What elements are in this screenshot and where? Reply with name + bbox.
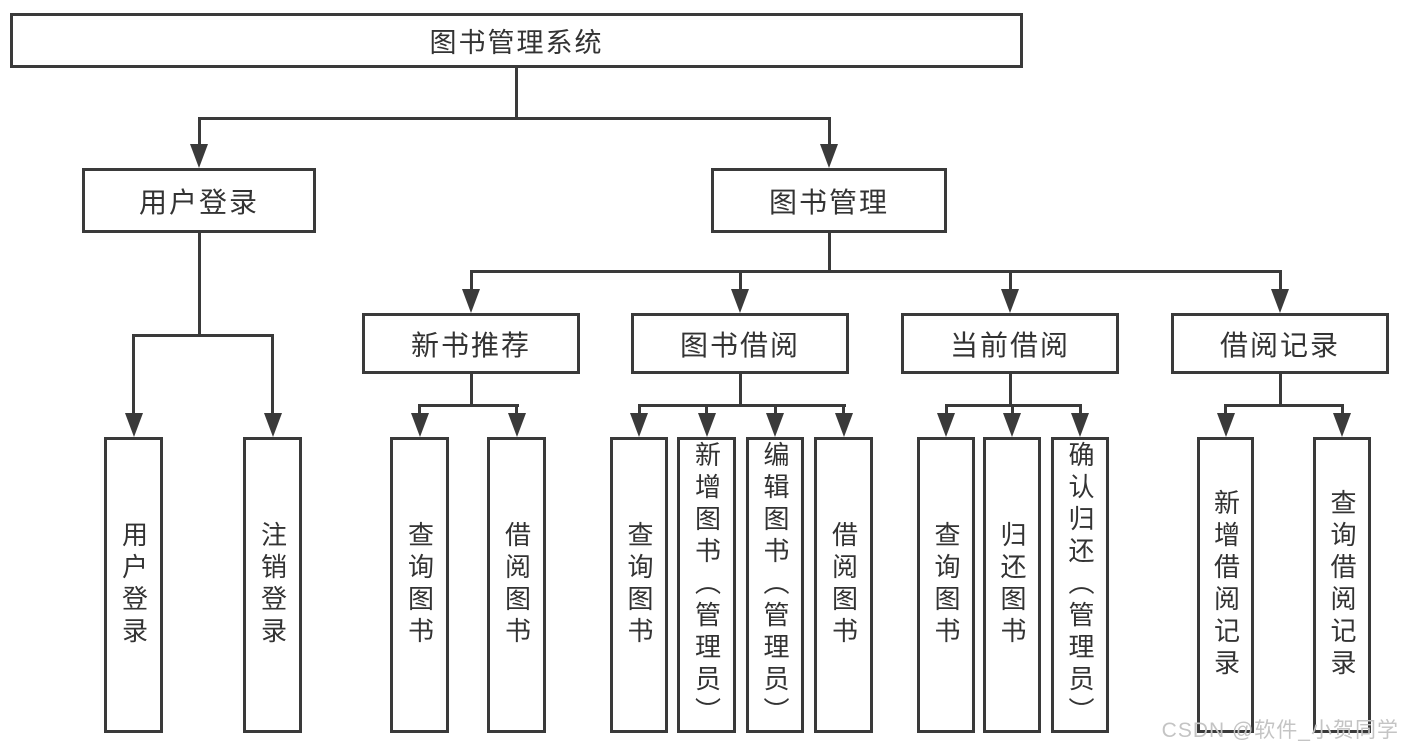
leaf-br-query-record: 查询借阅记录 bbox=[1313, 437, 1371, 733]
connector-root-stem bbox=[514, 68, 518, 119]
leaf-cb-query-books: 查询图书 bbox=[917, 437, 975, 733]
leaf-logout: 注销登录 bbox=[243, 437, 302, 733]
connector-user-login-stem bbox=[197, 233, 201, 337]
node-book-borrowing: 图书借阅 bbox=[631, 313, 849, 374]
arrowhead-book-management bbox=[820, 144, 838, 168]
arrowhead-current-borrowing bbox=[1001, 289, 1019, 313]
arrowhead-leaf-logout bbox=[263, 413, 282, 437]
leaf-label: 借阅图书 bbox=[501, 521, 532, 649]
leaf-label: 注销登录 bbox=[257, 521, 288, 649]
leaf-bb-edit-books-admin: 编辑图书（管理员） bbox=[746, 437, 804, 733]
leaf-label: 查询借阅记录 bbox=[1327, 489, 1357, 681]
connector-borrowing-records-stem bbox=[1278, 374, 1282, 406]
node-label: 当前借阅 bbox=[949, 329, 1070, 361]
node-library-management-system: 图书管理系统 bbox=[10, 13, 1023, 68]
node-label: 图书管理 bbox=[768, 186, 889, 218]
leaf-user-login: 用户登录 bbox=[104, 437, 163, 733]
arrowhead-borrowing-records bbox=[1271, 289, 1289, 313]
connector-bus-new-book bbox=[418, 403, 519, 407]
leaf-nb-query-books: 查询图书 bbox=[390, 437, 449, 733]
connector-drop-cb-return bbox=[1010, 404, 1014, 418]
connector-drop-borrowing-records bbox=[1278, 270, 1282, 294]
arrowhead-new-book bbox=[462, 289, 480, 313]
connector-drop-bb-edit bbox=[773, 404, 777, 418]
node-label: 图书管理系统 bbox=[429, 28, 604, 58]
leaf-label: 查询图书 bbox=[404, 521, 435, 649]
connector-drop-leaf-user-login bbox=[132, 335, 135, 420]
arrowhead-nb-borrow bbox=[507, 413, 526, 437]
leaf-label: 编辑图书（管理员） bbox=[760, 441, 790, 729]
connector-new-book-stem bbox=[469, 374, 473, 406]
connector-book-management-stem bbox=[827, 233, 831, 272]
node-label: 用户登录 bbox=[138, 186, 259, 218]
connector-drop-br-add bbox=[1224, 404, 1227, 418]
connector-drop-cb-confirm bbox=[1078, 404, 1082, 418]
leaf-label: 确认归还（管理员） bbox=[1065, 441, 1095, 729]
connector-drop-cb-query bbox=[944, 404, 948, 418]
connector-drop-bb-query bbox=[637, 404, 641, 418]
arrowhead-user-login bbox=[190, 144, 208, 168]
connector-drop-nb-query bbox=[418, 404, 421, 418]
arrowhead-book-borrowing bbox=[731, 289, 749, 313]
leaf-label: 用户登录 bbox=[118, 521, 149, 649]
node-current-borrowing: 当前借阅 bbox=[901, 313, 1119, 374]
connector-drop-leaf-logout bbox=[271, 335, 274, 420]
connector-drop-new-book bbox=[469, 270, 473, 294]
connector-bus-book-borrowing bbox=[637, 403, 846, 407]
connector-drop-book-management bbox=[827, 118, 831, 148]
leaf-cb-confirm-return-admin: 确认归还（管理员） bbox=[1051, 437, 1109, 733]
arrowhead-bb-borrow bbox=[834, 413, 853, 437]
leaf-bb-query-books: 查询图书 bbox=[610, 437, 668, 733]
leaf-nb-borrow-books: 借阅图书 bbox=[487, 437, 546, 733]
node-label: 借阅记录 bbox=[1219, 329, 1340, 361]
arrowhead-cb-return bbox=[1003, 413, 1021, 437]
connector-drop-bb-add bbox=[705, 404, 708, 418]
connector-bus-level2 bbox=[469, 269, 1282, 273]
leaf-label: 新增借阅记录 bbox=[1210, 489, 1241, 681]
arrowhead-br-query bbox=[1333, 413, 1351, 437]
connector-bus-level1 bbox=[197, 117, 831, 120]
node-label: 图书借阅 bbox=[679, 329, 800, 361]
connector-bus-borrowing-records bbox=[1224, 403, 1344, 407]
leaf-cb-return-books: 归还图书 bbox=[983, 437, 1041, 733]
connector-bus-user-login bbox=[132, 334, 274, 337]
node-book-management: 图书管理 bbox=[711, 168, 947, 233]
connector-drop-br-query bbox=[1340, 404, 1344, 418]
arrowhead-bb-add bbox=[697, 413, 716, 437]
arrowhead-nb-query bbox=[410, 413, 429, 437]
connector-drop-current-borrowing bbox=[1008, 270, 1012, 294]
arrowhead-bb-edit bbox=[766, 413, 784, 437]
leaf-label: 查询图书 bbox=[624, 521, 654, 649]
node-borrowing-records: 借阅记录 bbox=[1171, 313, 1389, 374]
arrowhead-leaf-user-login bbox=[124, 413, 143, 437]
connector-drop-user-login bbox=[197, 118, 201, 148]
leaf-bb-borrow-books: 借阅图书 bbox=[814, 437, 873, 733]
arrowhead-cb-confirm bbox=[1071, 413, 1089, 437]
connector-drop-nb-borrow bbox=[515, 404, 518, 418]
leaf-br-add-record: 新增借阅记录 bbox=[1197, 437, 1254, 733]
leaf-bb-add-books-admin: 新增图书（管理员） bbox=[677, 437, 736, 733]
arrowhead-br-add bbox=[1216, 413, 1235, 437]
watermark: CSDN @软件_小贺同学 bbox=[1161, 719, 1399, 742]
leaf-label: 借阅图书 bbox=[828, 521, 859, 649]
node-label: 新书推荐 bbox=[410, 329, 531, 361]
node-user-login: 用户登录 bbox=[82, 168, 316, 233]
arrowhead-bb-query bbox=[630, 413, 648, 437]
connector-drop-bb-borrow bbox=[842, 404, 845, 418]
arrowhead-cb-query bbox=[937, 413, 955, 437]
connector-drop-book-borrowing bbox=[738, 270, 742, 294]
connector-book-borrowing-stem bbox=[738, 374, 742, 406]
connector-current-borrowing-stem bbox=[1008, 374, 1012, 406]
leaf-label: 新增图书（管理员） bbox=[691, 441, 722, 729]
leaf-label: 归还图书 bbox=[997, 521, 1027, 649]
leaf-label: 查询图书 bbox=[931, 521, 961, 649]
node-new-book-recommendation: 新书推荐 bbox=[362, 313, 580, 374]
